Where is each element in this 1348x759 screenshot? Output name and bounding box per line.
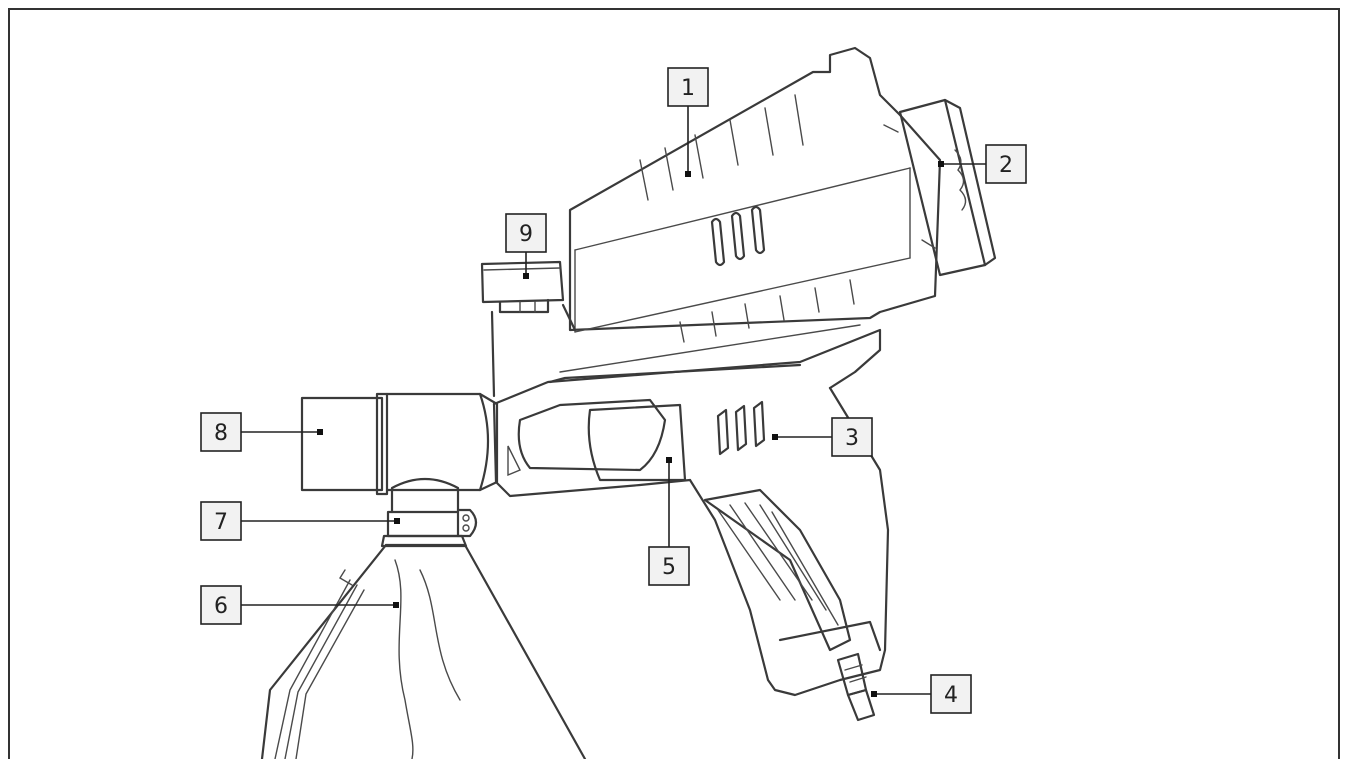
connector-neck (390, 478, 460, 514)
air-inlet (836, 652, 876, 722)
pistol-grip (492, 324, 890, 697)
callout-9: 9 (505, 213, 547, 253)
callout-5-label: 5 (662, 555, 676, 580)
callout-2-label: 2 (999, 153, 1013, 178)
callout-4: 4 (930, 674, 972, 714)
callout-6: 6 (200, 585, 242, 625)
leader-lines (241, 106, 986, 697)
hose-clamp (380, 508, 478, 548)
callout-4-label: 4 (944, 683, 958, 708)
callout-9-label: 9 (519, 222, 533, 247)
callout-6-label: 6 (214, 594, 228, 619)
callout-8: 8 (200, 412, 242, 452)
callout-1: 1 (667, 67, 709, 107)
sanding-pad (883, 98, 997, 277)
dust-bag (260, 543, 587, 759)
callout-3: 3 (831, 417, 873, 457)
callout-1-label: 1 (681, 76, 695, 101)
callout-3-label: 3 (845, 426, 859, 451)
diagram-frame (8, 8, 1340, 759)
callout-7-label: 7 (214, 510, 228, 535)
pad-housing (568, 46, 942, 343)
control-knob (480, 260, 565, 314)
callout-7: 7 (200, 501, 242, 541)
hose-adapter (300, 392, 499, 496)
body-neck (490, 303, 577, 398)
callout-5: 5 (648, 546, 690, 586)
callout-2: 2 (985, 144, 1027, 184)
callout-8-label: 8 (214, 421, 228, 446)
